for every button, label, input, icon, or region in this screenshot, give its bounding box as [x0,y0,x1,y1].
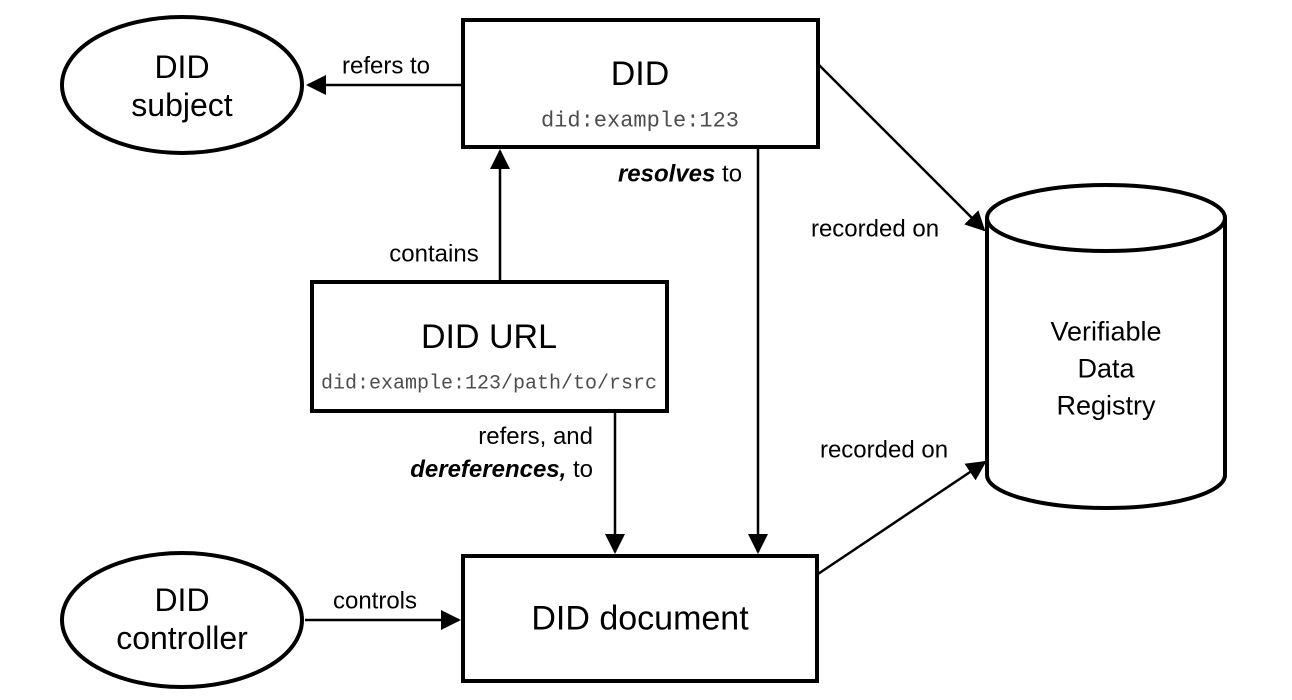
registry-label: Verifiable Data Registry [1050,316,1162,421]
did-url-box [310,280,669,413]
edge-label-refers-to: refers to [341,52,431,80]
edge-label-resolves-emphasis: resolves [617,160,716,188]
edge-label-dereferences-emphasis: dereferences, [410,456,567,483]
did-controller-label: DID controller [116,582,248,656]
edge-label-contains: contains [389,240,479,268]
did-document-label: DID document [531,599,749,638]
arrow-document-recorded-on-registry [817,460,987,576]
edge-label-recorded-on-top: recorded on [810,215,940,243]
did-document-box [461,554,819,683]
did-subject-ellipse [60,15,304,155]
edge-label-recorded-on-bottom: recorded on [819,436,949,464]
registry-cylinder-body [985,218,1227,510]
edge-label-dereferences-suffix: to [566,456,593,483]
did-box [461,18,820,149]
did-url-box-code: did:example:123/path/to/rsrc [320,372,658,396]
did-box-title: DID [610,55,670,93]
did-url-box-title: DID URL [420,318,558,356]
edge-label-refers-dereferences-to: refers, and dereferences, to [313,420,593,486]
did-subject-label: DID subject [131,49,233,123]
edge-label-resolves-suffix: to [715,160,743,188]
edge-label-resolves-to: resolves to [618,158,742,191]
did-controller-ellipse [60,551,304,689]
edge-label-refers-and: refers, and [478,423,593,450]
did-box-code: did:example:123 [540,108,740,134]
edge-label-controls: controls [332,587,418,615]
arrow-did-recorded-on-registry [817,63,986,232]
registry-cylinder-top [985,183,1227,253]
